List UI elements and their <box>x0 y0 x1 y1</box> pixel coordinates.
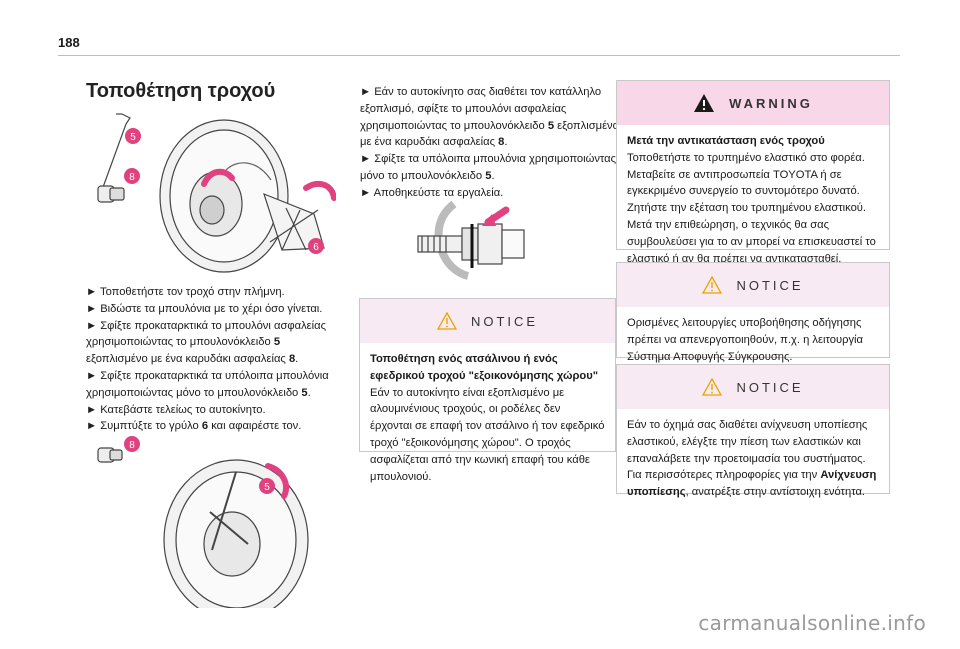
bullet-arrow-icon: ► <box>86 420 101 433</box>
notice-box-steel-wheel: NOTICE Τοποθέτηση ενός ατσάλινου ή ενός … <box>359 298 616 483</box>
notice-label: NOTICE <box>470 313 539 329</box>
step-4: ► Σφίξτε προκαταρκτικά τα υπόλοιπα μπουλ… <box>86 369 329 399</box>
caution-triangle-icon <box>702 276 723 294</box>
warning-label: WARNING <box>729 95 813 111</box>
bullet-arrow-icon: ► <box>360 186 374 199</box>
page-title: Τοποθέτηση τροχού <box>86 80 276 102</box>
label-8: 8 <box>129 440 135 451</box>
watermark: carmanualsonline.info <box>698 611 926 635</box>
notice-title: Τοποθέτηση ενός ατσάλινου ή ενός εφεδρικ… <box>370 353 599 382</box>
wheel-tightening-illustration: 8 5 <box>97 436 309 608</box>
wheel-bolt-illustration <box>417 200 525 280</box>
step-2: ► Βιδώστε τα μπουλόνια με το χέρι όσο γί… <box>86 302 323 315</box>
step-3: ► Αποθηκεύστε τα εργαλεία. <box>360 186 504 199</box>
notice-header: NOTICE <box>617 365 889 409</box>
notice-box-driving-assist: NOTICE Ορισμένες λειτουργίες υποβοήθησης… <box>616 262 890 363</box>
caution-triangle-icon <box>702 378 723 396</box>
step-1: ► Τοποθετήστε τον τροχό στην πλήμνη. <box>86 286 285 298</box>
warning-title: Μετά την αντικατάσταση ενός τροχού <box>627 135 825 147</box>
warning-triangle-icon <box>694 94 715 112</box>
notice-text: Εάν το αυτοκίνητο είναι εξοπλισμένο με α… <box>370 386 605 483</box>
bullet-arrow-icon: ► <box>86 319 101 332</box>
notice-text: Εάν το όχημά σας διαθέτει ανίχνευση υποπ… <box>627 419 877 499</box>
bullet-arrow-icon: ► <box>86 403 101 416</box>
bullet-arrow-icon: ► <box>360 153 375 166</box>
left-column-steps: ► Τοποθετήστε τον τροχό στην πλήμνη. ► Β… <box>86 284 341 435</box>
header-divider <box>58 55 900 56</box>
step-5: ► Κατεβάστε τελείως το αυτοκίνητο. <box>86 403 266 416</box>
bullet-arrow-icon: ► <box>86 302 101 315</box>
middle-column-steps: ► Εάν το αυτοκίνητο σας διαθέτει τον κατ… <box>360 84 620 202</box>
page-number: 188 <box>58 35 80 50</box>
warning-text: Τοποθετήστε το τρυπημένο ελαστικό στο φο… <box>627 151 876 265</box>
notice-header: NOTICE <box>360 299 615 343</box>
step-6: ► Συμπτύξτε το γρύλο 6 και αφαιρέστε τον… <box>86 420 302 433</box>
notice-label: NOTICE <box>736 277 804 293</box>
wheel-fitting-illustration: 5 8 6 <box>97 113 336 273</box>
label-6: 6 <box>313 242 319 253</box>
bullet-arrow-icon: ► <box>86 286 100 298</box>
notice-box-underinflation: NOTICE Εάν το όχημά σας διαθέτει ανίχνευ… <box>616 364 890 498</box>
notice-label: NOTICE <box>736 379 804 395</box>
warning-header: WARNING <box>617 81 889 125</box>
notice-header: NOTICE <box>617 263 889 307</box>
notice-text: Ορισμένες λειτουργίες υποβοήθησης οδήγησ… <box>627 317 864 363</box>
warning-box: WARNING Μετά την αντικατάσταση ενός τροχ… <box>616 80 890 265</box>
step-1: ► Εάν το αυτοκίνητο σας διαθέτει τον κατ… <box>360 86 619 149</box>
label-5: 5 <box>264 482 270 493</box>
step-2: ► Σφίξτε τα υπόλοιπα μπουλόνια χρησιμοπο… <box>360 153 617 182</box>
label-5: 5 <box>130 132 136 143</box>
bullet-arrow-icon: ► <box>86 369 101 382</box>
label-8: 8 <box>129 172 135 183</box>
caution-triangle-icon <box>436 312 457 330</box>
step-3: ► Σφίξτε προκαταρκτικά το μπουλόνι ασφαλ… <box>86 319 327 366</box>
bullet-arrow-icon: ► <box>360 86 375 98</box>
